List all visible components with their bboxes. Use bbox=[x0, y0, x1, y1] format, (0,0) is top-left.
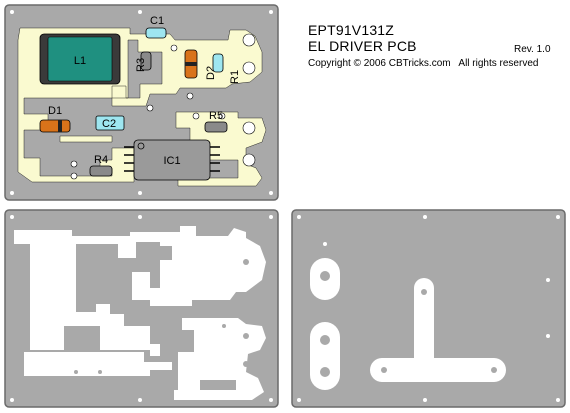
solder-pads bbox=[70, 33, 256, 180]
mounting-holes-bottom-left bbox=[10, 215, 273, 402]
label-IC1: IC1 bbox=[163, 155, 180, 167]
label-C2: C2 bbox=[102, 118, 116, 130]
revision-label: Rev. 1.0 bbox=[514, 44, 551, 55]
label-R1: R1 bbox=[229, 70, 241, 84]
copper-pad-holes bbox=[74, 259, 249, 374]
copyright-text: Copyright © 2006 CBTricks.com bbox=[308, 58, 451, 69]
copyright-line: Copyright © 2006 CBTricks.com All rights… bbox=[308, 58, 538, 69]
label-C1: C1 bbox=[150, 15, 164, 27]
mounting-holes-bottom-right bbox=[297, 215, 560, 402]
label-D1: D1 bbox=[48, 105, 62, 117]
part-number: EPT91V131Z bbox=[308, 22, 395, 38]
label-R5: R5 bbox=[209, 110, 223, 122]
capacitor-C2: C2 bbox=[95, 115, 125, 131]
rights-text: All rights reserved bbox=[458, 58, 539, 69]
electrode-side-panel bbox=[291, 209, 566, 408]
ic-IC1: IC1 bbox=[124, 139, 220, 181]
resistor-R4: R4 bbox=[89, 154, 113, 177]
label-R4: R4 bbox=[94, 154, 108, 166]
diode-D1: D1 bbox=[39, 105, 71, 133]
label-R3: R3 bbox=[135, 58, 147, 72]
copper-side-panel bbox=[4, 209, 279, 408]
label-L1: L1 bbox=[74, 55, 86, 67]
title-block: EPT91V131Z EL DRIVER PCB Rev. 1.0 Copyri… bbox=[308, 22, 568, 69]
board-name: EL DRIVER PCB bbox=[308, 38, 417, 54]
mounting-holes-top bbox=[10, 10, 273, 195]
inductor-L1: L1 bbox=[39, 33, 121, 85]
resistor-R3: R3 bbox=[135, 51, 152, 72]
copper-traces bbox=[14, 226, 266, 400]
capacitor-C1: C1 bbox=[145, 15, 167, 39]
resistor-R5: R5 bbox=[204, 110, 228, 133]
component-side-panel: L1 C1 R3 D2 R1 D1 bbox=[4, 4, 279, 201]
el-pads bbox=[310, 258, 506, 390]
resistor-R1: R1 bbox=[212, 53, 241, 84]
